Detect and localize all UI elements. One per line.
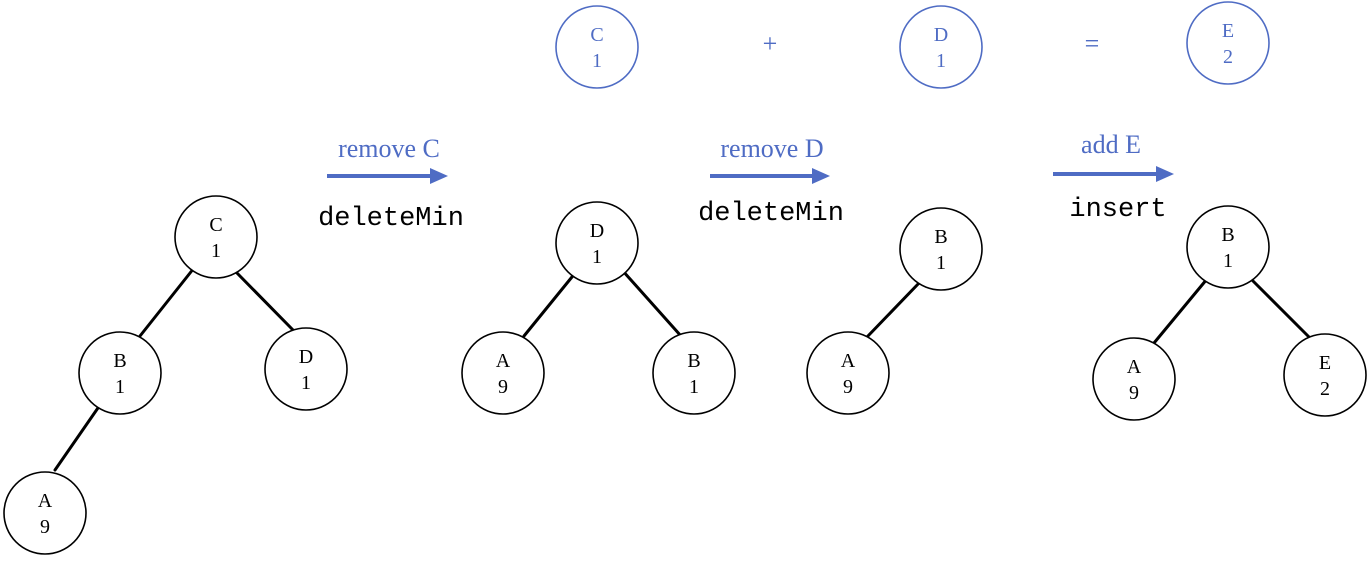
node-name: D bbox=[934, 24, 948, 46]
node-circle bbox=[1092, 337, 1176, 421]
merge-node-right: D 1 bbox=[899, 5, 983, 89]
merge-node-left: C 1 bbox=[555, 5, 639, 89]
node-name: B bbox=[934, 226, 947, 248]
tree-node: D 1 bbox=[555, 201, 639, 285]
step-label: remove D bbox=[720, 134, 823, 163]
node-circle bbox=[652, 331, 736, 415]
plus-symbol: + bbox=[763, 29, 778, 58]
node-value: 9 bbox=[843, 376, 853, 398]
node-circle bbox=[174, 195, 258, 279]
node-name: C bbox=[590, 24, 603, 46]
operation-label: insert bbox=[1069, 195, 1166, 225]
tree-1: C 1 B 1 D 1 A 9 bbox=[3, 195, 348, 555]
tree-2: D 1 A 9 B 1 bbox=[461, 201, 736, 415]
node-value: 1 bbox=[301, 372, 311, 394]
node-circle bbox=[1186, 205, 1270, 289]
node-circle bbox=[3, 471, 87, 555]
node-value: 1 bbox=[689, 376, 699, 398]
node-name: B bbox=[687, 350, 700, 372]
tree-node: A 9 bbox=[461, 331, 545, 415]
tree-node: C 1 bbox=[174, 195, 258, 279]
node-circle bbox=[461, 331, 545, 415]
tree-edge bbox=[865, 280, 922, 339]
tree-node: D 1 bbox=[264, 327, 348, 411]
node-name: C bbox=[209, 214, 222, 236]
operation-label: deleteMin bbox=[698, 199, 844, 229]
node-value: 9 bbox=[40, 516, 50, 538]
merge-row: C 1 + D 1 = E 2 bbox=[555, 1, 1270, 89]
tree-edge bbox=[1251, 279, 1313, 341]
node-name: A bbox=[841, 350, 856, 372]
node-name: B bbox=[1221, 224, 1234, 246]
tree-node: E 2 bbox=[1283, 333, 1367, 417]
node-value: 1 bbox=[115, 376, 125, 398]
operation-label: deleteMin bbox=[318, 204, 464, 234]
node-value: 9 bbox=[498, 376, 508, 398]
merge-node-result: E 2 bbox=[1186, 1, 1270, 85]
tree-edge bbox=[138, 266, 196, 338]
tree-node: B 1 bbox=[899, 207, 983, 291]
node-circle bbox=[264, 327, 348, 411]
node-value: 1 bbox=[211, 240, 221, 262]
tree-edge bbox=[620, 268, 683, 338]
node-value: 1 bbox=[936, 50, 946, 72]
node-value: 1 bbox=[592, 246, 602, 268]
tree-4: B 1 A 9 E 2 bbox=[1092, 205, 1367, 421]
tree-node: B 1 bbox=[1186, 205, 1270, 289]
node-value: 1 bbox=[1223, 250, 1233, 272]
tree-node: B 1 bbox=[652, 331, 736, 415]
node-circle bbox=[806, 331, 890, 415]
tree-edge bbox=[53, 403, 102, 472]
tree-node: A 9 bbox=[1092, 337, 1176, 421]
arrow-head-icon bbox=[430, 168, 448, 184]
step-3: add E insert bbox=[1053, 130, 1174, 225]
node-circle bbox=[78, 331, 162, 415]
node-circle bbox=[899, 207, 983, 291]
step-label: add E bbox=[1081, 130, 1141, 159]
tree-3: B 1 A 9 bbox=[806, 207, 983, 415]
node-value: 9 bbox=[1129, 382, 1139, 404]
node-name: B bbox=[113, 350, 126, 372]
node-circle bbox=[555, 5, 639, 89]
node-value: 2 bbox=[1320, 378, 1330, 400]
node-circle bbox=[899, 5, 983, 89]
arrow-head-icon bbox=[812, 168, 830, 184]
node-circle bbox=[1186, 1, 1270, 85]
node-name: E bbox=[1222, 20, 1234, 42]
equals-symbol: = bbox=[1085, 29, 1100, 58]
node-circle bbox=[1283, 333, 1367, 417]
node-name: D bbox=[590, 220, 604, 242]
tree-node: B 1 bbox=[78, 331, 162, 415]
tree-node: A 9 bbox=[806, 331, 890, 415]
node-circle bbox=[555, 201, 639, 285]
node-name: A bbox=[496, 350, 511, 372]
node-value: 1 bbox=[592, 50, 602, 72]
node-name: A bbox=[1127, 356, 1142, 378]
node-name: D bbox=[299, 346, 313, 368]
tree-node: A 9 bbox=[3, 471, 87, 555]
node-value: 2 bbox=[1223, 46, 1233, 68]
tree-edge bbox=[1152, 277, 1209, 345]
step-2: remove D deleteMin bbox=[698, 134, 844, 229]
node-name: A bbox=[38, 490, 53, 512]
step-label: remove C bbox=[338, 134, 440, 163]
node-name: E bbox=[1319, 352, 1331, 374]
step-1: remove C deleteMin bbox=[318, 134, 464, 234]
tree-edge bbox=[522, 270, 578, 338]
arrow-head-icon bbox=[1156, 166, 1174, 182]
node-value: 1 bbox=[936, 252, 946, 274]
tree-edge bbox=[234, 270, 295, 332]
